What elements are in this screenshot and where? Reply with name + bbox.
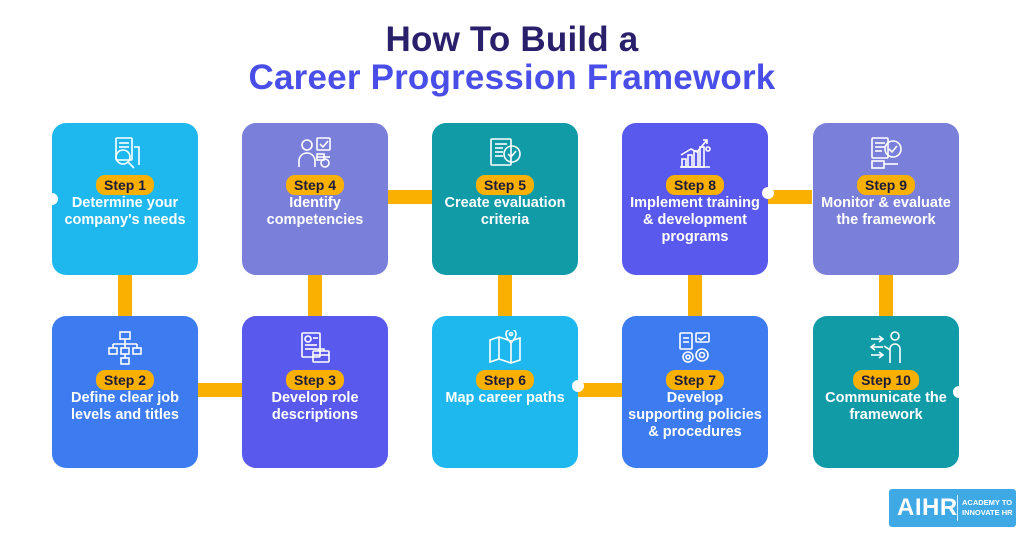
step-badge: Step 8 bbox=[665, 175, 725, 195]
step-card-9: Step 9 Monitor & evaluate the framework bbox=[813, 123, 959, 275]
step-description: Define clear job levels and titles bbox=[71, 390, 179, 423]
card-notch bbox=[953, 386, 965, 398]
step-badge: Step 6 bbox=[475, 370, 535, 390]
step-badge: Step 4 bbox=[285, 175, 345, 195]
logo-tagline: ACADEMY TO INNOVATE HR bbox=[962, 498, 1013, 517]
card-notch bbox=[46, 193, 58, 205]
step-description: Monitor & evaluate the framework bbox=[821, 195, 951, 228]
org-chart-icon bbox=[107, 330, 143, 366]
connector-9-10 bbox=[879, 275, 893, 316]
step-badge: Step 7 bbox=[665, 370, 725, 390]
step-badge: Step 10 bbox=[853, 370, 919, 390]
step-description: Identify competencies bbox=[266, 195, 364, 228]
policy-gears-icon bbox=[677, 330, 713, 366]
connector-6-7 bbox=[578, 383, 622, 397]
step-card-8: Step 8 Implement training & development … bbox=[622, 123, 774, 275]
person-checklist-icon bbox=[297, 135, 333, 171]
step-description: Determine your company's needs bbox=[64, 195, 186, 228]
step-description: Map career paths bbox=[445, 390, 565, 406]
logo-brand: AIHR bbox=[897, 494, 958, 521]
step-description: Develop role descriptions bbox=[271, 390, 359, 423]
connector-7-8 bbox=[688, 275, 702, 316]
evaluation-sheet-icon bbox=[487, 135, 523, 171]
logo-divider bbox=[957, 495, 958, 521]
step-description: Develop supporting policies & procedures bbox=[628, 390, 762, 440]
step-card-4: Step 4 Identify competencies bbox=[242, 123, 388, 275]
step-card-6: Step 6 Map career paths bbox=[432, 316, 584, 468]
connector-2-3 bbox=[198, 383, 242, 397]
step-badge: Step 3 bbox=[285, 370, 345, 390]
connector-5-6 bbox=[498, 275, 512, 316]
document-search-icon bbox=[107, 135, 143, 171]
card-notch bbox=[572, 380, 584, 392]
title-line-2: Career Progression Framework bbox=[248, 58, 776, 97]
monitor-check-icon bbox=[868, 135, 904, 171]
step-badge: Step 9 bbox=[856, 175, 916, 195]
step-card-7: Step 7 Develop supporting policies & pro… bbox=[622, 316, 768, 468]
step-badge: Step 5 bbox=[475, 175, 535, 195]
growth-chart-icon bbox=[677, 135, 713, 171]
step-card-5: Step 5 Create evaluation criteria bbox=[432, 123, 578, 275]
connector-4-5 bbox=[388, 190, 432, 204]
connector-8-9 bbox=[768, 190, 812, 204]
step-card-1: Step 1 Determine your company's needs bbox=[46, 123, 198, 275]
aihr-logo: AIHR ACADEMY TO INNOVATE HR bbox=[889, 489, 1016, 527]
step-card-3: Step 3 Develop role descriptions bbox=[242, 316, 388, 468]
briefcase-profile-icon bbox=[297, 330, 333, 366]
step-card-10: Step 10 Communicate the framework bbox=[813, 316, 965, 468]
connector-1-2 bbox=[118, 275, 132, 316]
step-description: Implement training & development program… bbox=[630, 195, 760, 245]
step-card-2: Step 2 Define clear job levels and title… bbox=[52, 316, 198, 468]
step-description: Communicate the framework bbox=[825, 390, 947, 423]
step-badge: Step 2 bbox=[95, 370, 155, 390]
step-description: Create evaluation criteria bbox=[444, 195, 566, 228]
step-badge: Step 1 bbox=[95, 175, 155, 195]
connector-3-4 bbox=[308, 275, 322, 316]
title-line-1: How To Build a bbox=[385, 20, 639, 59]
card-notch bbox=[762, 187, 774, 199]
map-pin-icon bbox=[487, 330, 523, 366]
presenter-icon bbox=[868, 330, 904, 366]
